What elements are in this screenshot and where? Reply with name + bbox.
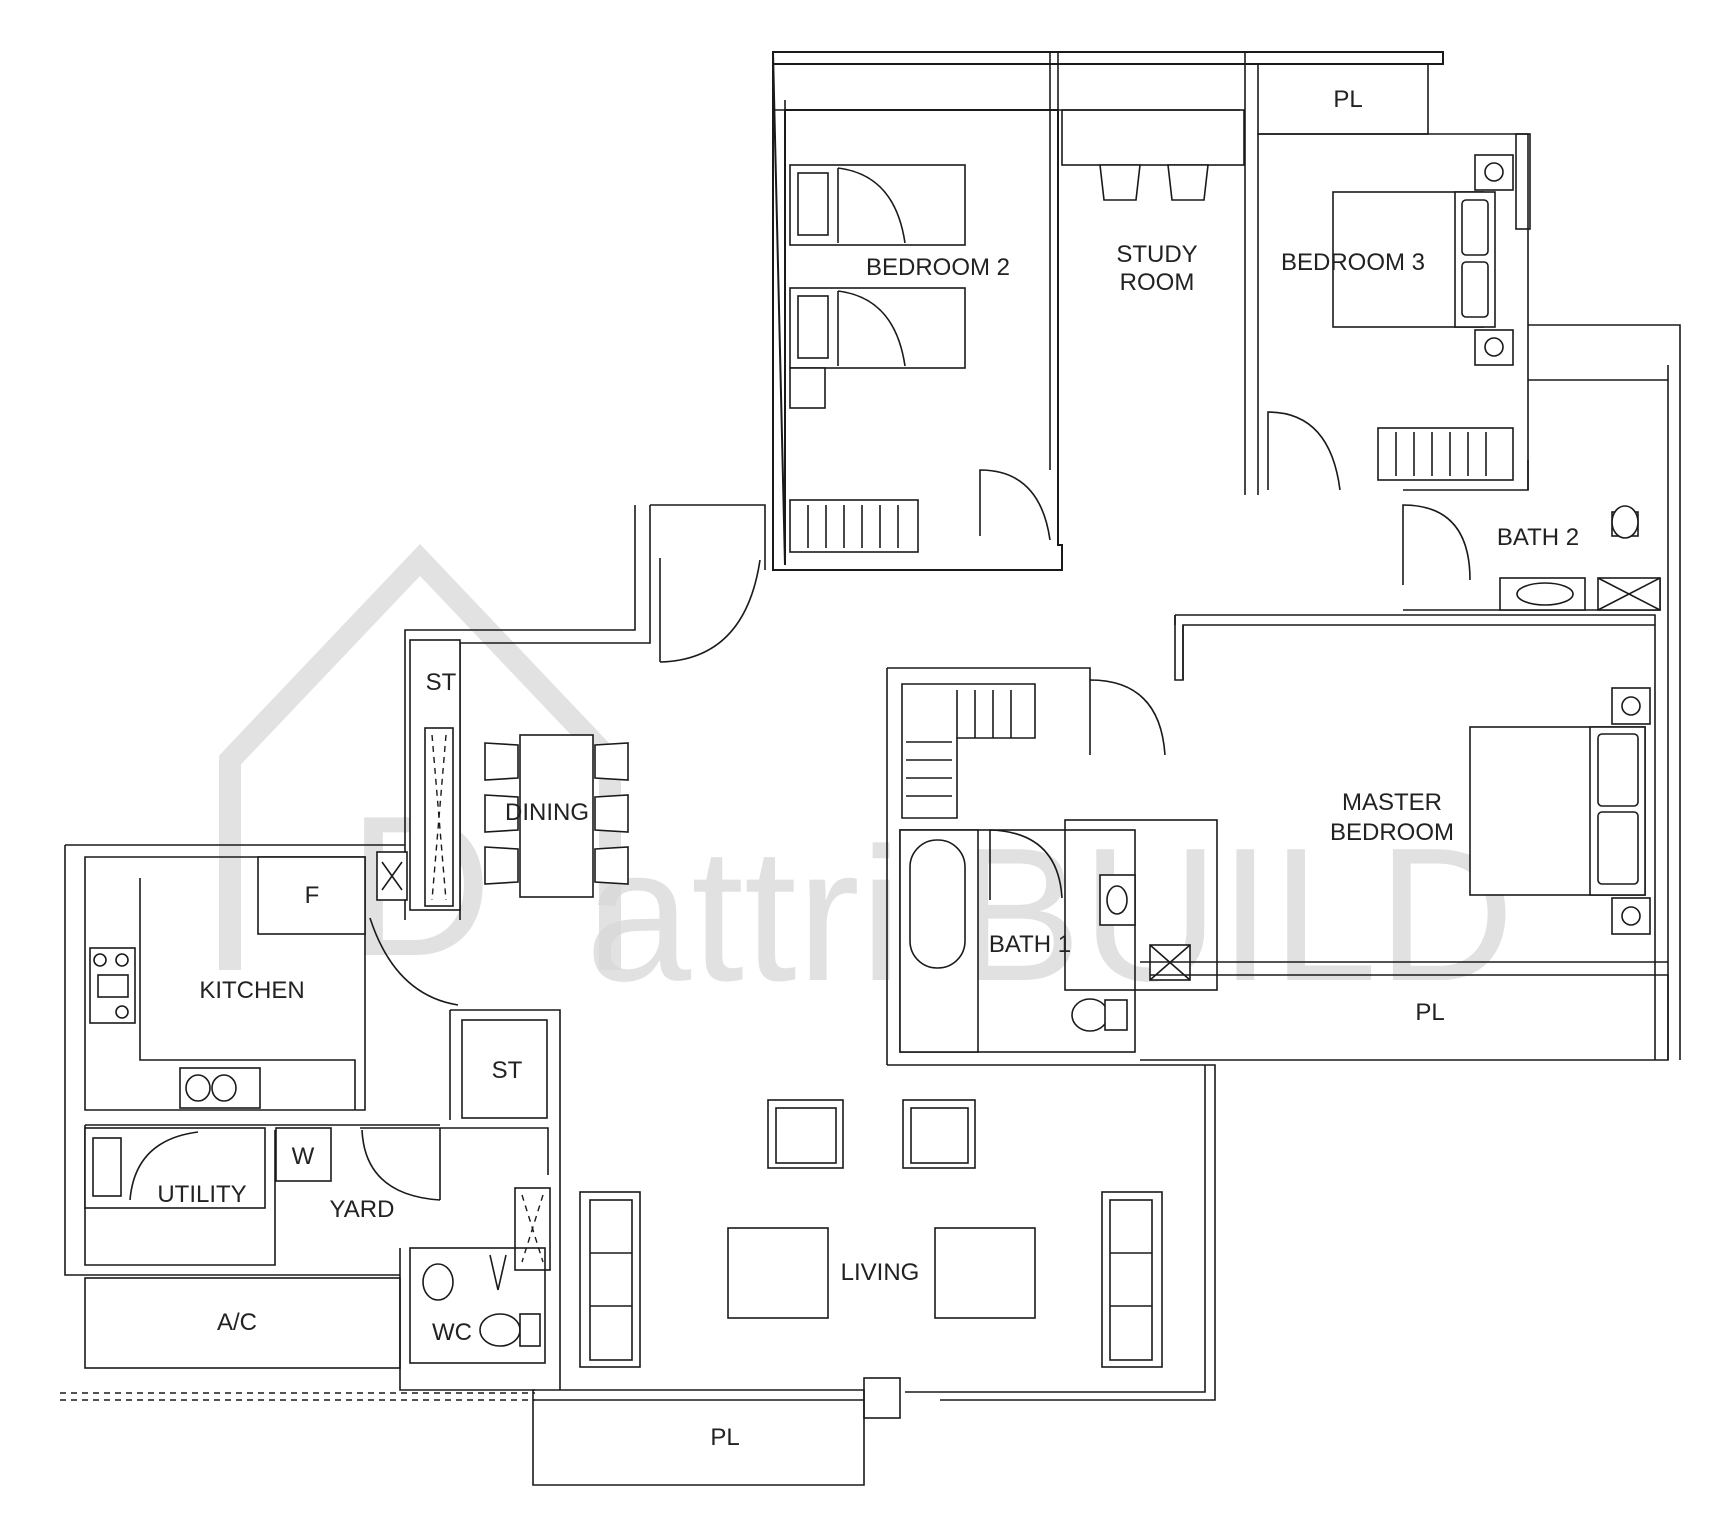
- living: LIVING: [579, 1099, 1163, 1368]
- planter-master-label: PL: [1415, 999, 1444, 1026]
- living-label: LIVING: [841, 1259, 920, 1286]
- kitchen: F KITCHEN: [64, 844, 459, 1276]
- watermark-logo: D attri.BUILD: [219, 544, 1515, 1021]
- watermark-text: attri.BUILD: [585, 809, 1514, 1021]
- master-bedroom-label-line1: MASTER: [1342, 789, 1442, 816]
- study-label-line1: STUDY: [1116, 241, 1197, 268]
- yard: YARD: [330, 1127, 551, 1271]
- aircon-ledge: A/C: [60, 1277, 535, 1401]
- planter-living-label: PL: [710, 1424, 739, 1451]
- wc-label: WC: [432, 1319, 472, 1346]
- aircon-label: A/C: [217, 1309, 257, 1336]
- utility-label: UTILITY: [157, 1181, 246, 1208]
- master-bedroom-label-line2: BEDROOM: [1330, 819, 1454, 846]
- bedroom-2-label: BEDROOM 2: [866, 254, 1010, 281]
- bath-2: BATH 2: [1402, 324, 1681, 1060]
- washer-label: W: [292, 1143, 315, 1170]
- bath-1: BATH 1: [899, 819, 1218, 1053]
- bath-2-label: BATH 2: [1497, 524, 1579, 551]
- corridor-walls: PL: [404, 504, 1216, 1486]
- utility: W UTILITY: [84, 1124, 440, 1266]
- bedroom-2: BEDROOM 2: [772, 51, 1063, 571]
- master-bedroom: MASTER BEDROOM: [1089, 614, 1656, 1060]
- yard-label: YARD: [330, 1196, 395, 1223]
- planter-master: PL: [1140, 961, 1669, 1061]
- bedroom-3-label: BEDROOM 3: [1281, 249, 1425, 276]
- dining: ST DINING: [376, 639, 629, 911]
- study-room: STUDY ROOM: [1061, 109, 1245, 296]
- dining-label: DINING: [505, 799, 589, 826]
- bedroom-3: BEDROOM 3: [1244, 52, 1531, 495]
- wc: WC: [399, 1247, 546, 1391]
- fridge-label: F: [305, 882, 320, 909]
- planter-top-label: PL: [1333, 86, 1362, 113]
- bath-1-label: BATH 1: [989, 931, 1071, 958]
- yard-store-label: ST: [492, 1057, 523, 1084]
- study-label-line2: ROOM: [1120, 269, 1195, 296]
- master-wardrobe: [886, 667, 1091, 1065]
- dining-store-label: ST: [426, 669, 457, 696]
- kitchen-label: KITCHEN: [199, 977, 304, 1004]
- yard-store: ST: [449, 1009, 561, 1390]
